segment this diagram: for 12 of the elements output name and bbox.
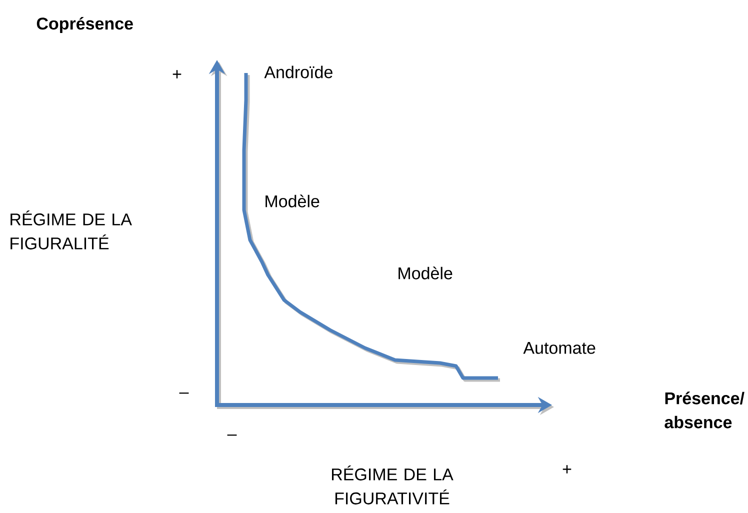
axis-label: – [227,434,237,436]
axis-label: + [562,465,572,474]
axis-label: RÉGIME DE LA FIGURALITÉ [10,210,132,250]
axis-label: + [172,70,182,78]
axis-label: Androïde [264,66,332,78]
axis-label: – [179,392,189,394]
axis-label: Automate [523,342,596,354]
axis-label: Modèle [398,266,452,280]
axis-label: Coprésence [36,17,133,33]
axis-label: Présence/ absence [664,392,744,428]
axis-label: Modèle [266,194,320,208]
axis-label: RÉGIME DE LA FIGURATIVITÉ [332,466,454,504]
